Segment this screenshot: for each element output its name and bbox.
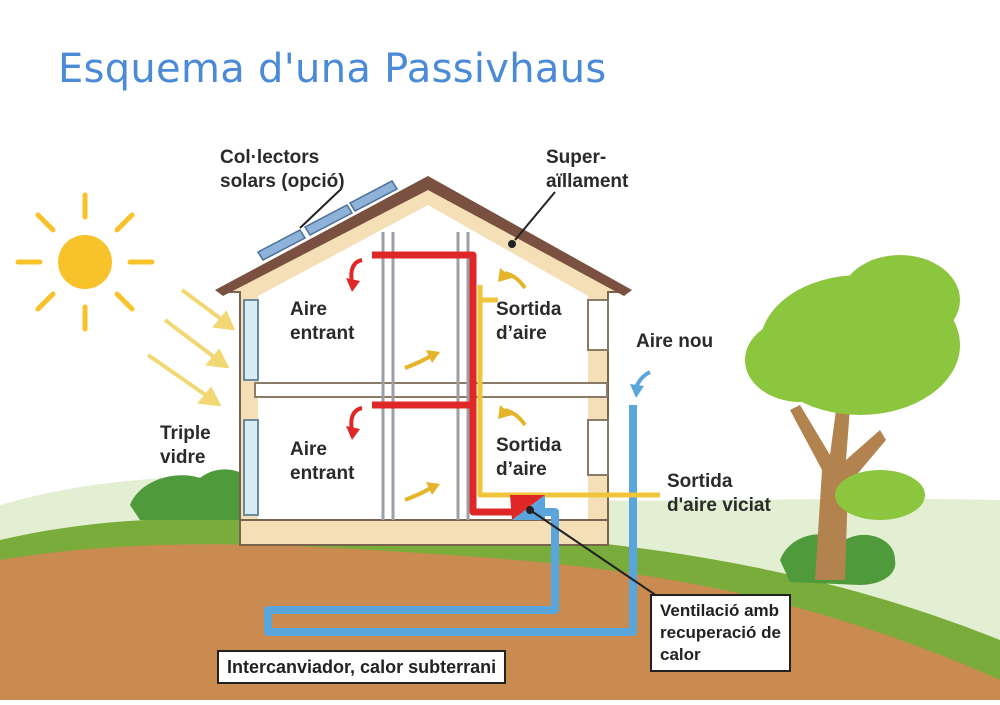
label-solar-collectors: Col·lectors solars (opció) — [220, 146, 345, 194]
air-flow-arrows — [346, 258, 651, 502]
label-line: recuperació de — [660, 623, 781, 642]
label-triple-glazing: Triple vidre — [160, 422, 211, 470]
air-ducts — [264, 251, 660, 636]
label-air-out-upper: Sortida d’aire — [496, 298, 561, 346]
page-title: Esquema d'una Passivhaus — [58, 46, 607, 92]
label-incoming-air-upper: Aire entrant — [290, 298, 354, 346]
label-line: Sortida — [496, 435, 562, 456]
sunlight-rays — [146, 288, 236, 407]
label-ground-heat-exchanger: Intercanviador, calor subterrani — [217, 650, 507, 684]
label-line: Super- — [546, 147, 607, 168]
bush-left — [130, 469, 258, 520]
label-line: Sortida — [496, 299, 562, 320]
house — [215, 176, 632, 546]
label-line: vidre — [160, 447, 206, 468]
label-line: d'aire viciat — [667, 495, 771, 516]
label-line: Aire — [290, 439, 327, 460]
label-line: d’aire — [496, 323, 547, 344]
label-line: Ventilació amb — [660, 601, 780, 620]
label-line: Triple — [160, 423, 211, 444]
label-line: entrant — [290, 323, 355, 344]
label-super-insulation: Super- aïllament — [546, 146, 628, 194]
label-line: Sortida — [667, 471, 733, 492]
label-stale-air-out: Sortida d'aire viciat — [667, 470, 771, 518]
label-incoming-air-lower: Aire entrant — [290, 438, 354, 486]
label-line: aïllament — [546, 171, 629, 192]
label-line: d’aire — [496, 459, 547, 480]
label-fresh-air: Aire nou — [636, 331, 714, 352]
label-air-out-lower: Sortida d’aire — [496, 434, 561, 482]
label-line: Aire — [290, 299, 327, 320]
sun-icon — [15, 192, 155, 332]
label-line: calor — [660, 645, 701, 664]
label-line: solars (opció) — [220, 171, 345, 192]
tree — [745, 255, 960, 580]
label-line: entrant — [290, 463, 355, 484]
leader-lines — [299, 189, 661, 599]
label-line: Col·lectors — [220, 147, 320, 168]
solar-panels — [256, 180, 399, 261]
label-heat-recovery-ventilation: Ventilació amb recuperació de calor — [650, 594, 791, 672]
